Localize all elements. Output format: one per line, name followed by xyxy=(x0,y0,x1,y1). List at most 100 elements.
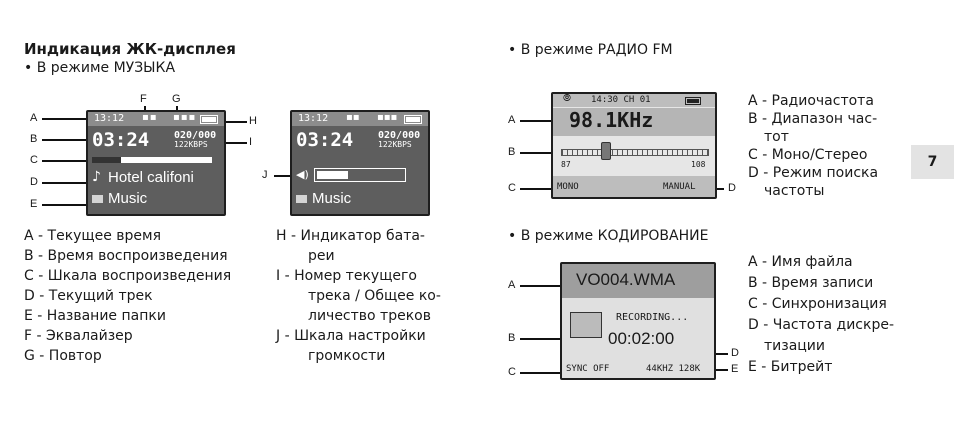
legend-item: B - Диапазон час- xyxy=(748,111,878,127)
rec-marker-c: C xyxy=(508,366,516,378)
frequency-readout: 98.1KHz xyxy=(569,108,654,132)
legend-item: A - Радиочастота xyxy=(748,93,874,109)
legend-item: A - Текущее время xyxy=(24,228,162,244)
recorder-icon xyxy=(570,312,602,338)
mode-music-heading: • В режиме МУЗЫКА xyxy=(24,60,176,76)
radio-marker-a: A xyxy=(508,114,516,126)
mode-radio-heading: • В режиме РАДИО FM xyxy=(508,42,673,58)
legend-item-cont: личество треков xyxy=(308,308,431,324)
manual-indicator: MANUAL xyxy=(663,182,696,192)
leader-line xyxy=(710,369,728,371)
marker-h: H xyxy=(249,115,257,127)
legend-item: E - Название папки xyxy=(24,308,166,324)
filename-band xyxy=(562,264,714,298)
legend-item: J - Шкала настройки xyxy=(276,328,426,344)
rec-marker-d: D xyxy=(731,347,739,359)
folder-icon xyxy=(296,195,307,203)
marker-a: A xyxy=(30,112,38,124)
track-name: Hotel califoni xyxy=(108,169,194,186)
marker-b: B xyxy=(30,133,38,145)
legend-item: D - Текущий трек xyxy=(24,288,153,304)
scale-min: 87 xyxy=(561,160,571,169)
volume-bar xyxy=(314,168,406,182)
repeat-icon: ▪▪▪ xyxy=(173,112,197,123)
music-lcd-screen: 13:12 ▪▪ ▪▪▪ 03:24 020/000 122KBPS ♪ Hot… xyxy=(86,110,226,216)
radio-marker-c: C xyxy=(508,182,516,194)
legend-item-cont: тот xyxy=(764,129,789,145)
leader-line xyxy=(42,160,88,162)
marker-c: C xyxy=(30,154,38,166)
leader-line xyxy=(520,188,556,190)
legend-item: D - Режим поиска xyxy=(748,165,879,181)
legend-item: I - Номер текущего xyxy=(276,268,417,284)
legend-item-cont: трека / Общее ко- xyxy=(308,288,441,304)
marker-d: D xyxy=(30,176,38,188)
equalizer-icon: ▪▪ xyxy=(142,112,158,123)
mode-rec-heading: • В режиме КОДИРОВАНИЕ xyxy=(508,228,709,244)
file-name: VO004.WMA xyxy=(576,270,676,289)
battery-icon xyxy=(404,115,422,124)
legend-item: H - Индикатор бата- xyxy=(276,228,425,244)
progress-bar xyxy=(92,157,212,163)
record-time: 00:02:00 xyxy=(608,329,675,348)
marker-j: J xyxy=(262,169,268,181)
play-time: 03:24 xyxy=(92,129,150,151)
rec-marker-a: A xyxy=(508,279,516,291)
clock-time: 13:12 xyxy=(94,113,125,124)
leader-line xyxy=(712,188,724,190)
folder-name: Music xyxy=(312,190,352,207)
music-note-icon: ♪ xyxy=(92,169,101,185)
folder-name: Music xyxy=(108,190,148,207)
leader-line xyxy=(42,182,88,184)
leader-line xyxy=(42,139,88,141)
legend-right: H - Индикатор бата- реи I - Номер текуще… xyxy=(276,226,441,366)
legend-item: A - Имя файла xyxy=(748,254,853,270)
play-time: 03:24 xyxy=(296,129,354,151)
legend-item: C - Моно/Стерео xyxy=(748,147,868,163)
legend-item: E - Битрейт xyxy=(748,359,833,375)
leader-line xyxy=(520,338,590,340)
leader-line xyxy=(520,372,560,374)
legend-item-cont: частоты xyxy=(764,183,825,199)
frequency-band xyxy=(553,108,715,136)
track-count: 020/000 xyxy=(174,130,217,141)
mono-indicator: MONO xyxy=(557,182,579,192)
legend-item: C - Шкала воспроизведения xyxy=(24,268,232,284)
legend-item: F - Эквалайзер xyxy=(24,328,133,344)
status-bar xyxy=(292,112,428,126)
section-title: Индикация ЖК-дисплея xyxy=(24,40,236,58)
volume-lcd-screen: 13:12 ▪▪ ▪▪▪ 03:24 020/000 122KBPS ◀) Mu… xyxy=(290,110,430,216)
leader-line xyxy=(520,285,578,287)
leader-line xyxy=(520,152,556,154)
page-number-tab: 7 xyxy=(911,145,954,179)
footer-bar xyxy=(553,176,715,197)
rec-marker-e: E xyxy=(731,363,739,375)
legend-item-cont: громкости xyxy=(308,348,386,364)
leader-line xyxy=(520,120,556,122)
clock-time: 13:12 xyxy=(298,113,329,124)
legend-item: D - Частота дискре- xyxy=(748,317,894,333)
leader-line xyxy=(274,175,296,177)
speaker-icon: ◀) xyxy=(296,168,309,181)
status-bar xyxy=(553,94,715,107)
marker-e: E xyxy=(30,198,38,210)
status-bar xyxy=(88,112,224,126)
sync-status: SYNC OFF xyxy=(566,364,610,374)
rec-marker-b: B xyxy=(508,332,516,344)
equalizer-icon: ▪▪ xyxy=(346,112,360,123)
legend-item: G - Повтор xyxy=(24,348,102,364)
leader-line xyxy=(42,118,88,120)
legend-item-cont: тизации xyxy=(764,338,826,354)
repeat-icon: ▪▪▪ xyxy=(377,112,398,123)
tuning-slider xyxy=(601,142,611,160)
sample-rate: 44KHZ 128K xyxy=(646,364,701,374)
recording-status: RECORDING... xyxy=(616,312,689,323)
marker-i: I xyxy=(249,136,253,148)
leader-line xyxy=(42,204,88,206)
leader-line xyxy=(220,121,247,123)
radio-lcd-screen: ⦾ 14:30 CH 01 98.1KHz 87 108 MONO MANUAL xyxy=(551,92,717,199)
track-count: 020/000 xyxy=(378,130,421,141)
bitrate: 122KBPS xyxy=(378,140,412,149)
marker-g: G xyxy=(172,93,181,105)
legend-item-cont: реи xyxy=(308,248,335,264)
